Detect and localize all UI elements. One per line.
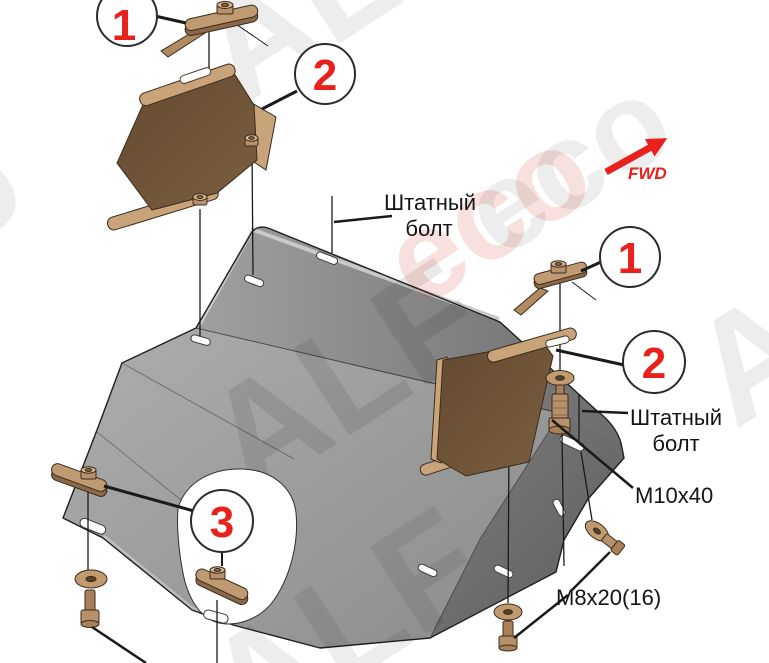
plate-edge-notch	[79, 517, 107, 535]
clamp-leg	[513, 287, 549, 316]
panel-face	[116, 69, 258, 211]
bolt	[601, 533, 626, 556]
panel-slot	[545, 335, 570, 348]
plate-top-edge-highlight	[250, 227, 500, 321]
plate-crease	[121, 362, 295, 460]
fwd-label: FWD	[628, 164, 667, 183]
washer-hole	[85, 575, 97, 583]
clamp-nut	[209, 566, 226, 580]
washer-hole	[555, 375, 565, 381]
callouts: 1 2 1 2 3	[96, 0, 686, 553]
clamp-bar-right	[513, 260, 588, 316]
plate-right-flange	[430, 414, 624, 638]
plate-crease	[430, 413, 561, 637]
bottom-washer-bolt	[493, 603, 523, 652]
callout-number: 2	[313, 51, 337, 100]
callout-number: 1	[618, 234, 642, 283]
label-standard-bolt-top-line2: болт	[405, 216, 452, 241]
callout-number: 1	[112, 1, 136, 50]
m8-washer-bolt-tilted	[584, 520, 626, 556]
clamp-nut	[216, 1, 234, 15]
plate-slot	[190, 334, 211, 346]
bolt-head-face	[80, 620, 100, 628]
panel-bolt-head	[192, 193, 208, 206]
leader-line	[91, 625, 147, 663]
clamp-bar-top-left	[160, 1, 259, 58]
text-labels: Штатный болт Штатный болт M10x40 M8x20(1…	[384, 190, 722, 610]
plate-crease	[96, 431, 187, 505]
bolt-head-face	[498, 644, 518, 652]
washer-hole	[593, 527, 601, 535]
plate-slot	[244, 274, 265, 288]
callout-3-bottom: 3	[190, 489, 254, 553]
fwd-arrow-icon	[604, 138, 668, 176]
washer-hole	[503, 609, 513, 615]
panel-top-flange	[486, 327, 577, 363]
bracket-panel-top-left	[106, 63, 277, 231]
clamp-bar-left-3	[51, 463, 108, 497]
watermark-letter-o: o	[0, 108, 47, 274]
callout-2-top-left: 2	[294, 43, 356, 105]
callout-number: 2	[642, 339, 666, 388]
leader-lines	[103, 14, 634, 639]
left-washer-bolt	[74, 569, 147, 663]
plate-slot	[417, 563, 438, 578]
clamp-nut	[550, 260, 567, 274]
callout-number: 3	[210, 498, 234, 547]
clamp-bar-center-3	[195, 566, 249, 606]
bolt-axis-lines	[87, 14, 597, 663]
label-standard-bolt-right-line1: Штатный	[630, 405, 722, 430]
panel-bolt-head	[244, 134, 259, 147]
label-standard-bolt-right-line2: болт	[652, 431, 699, 456]
clamp-nut	[80, 466, 97, 480]
label-m8-spec: M8x20(16)	[556, 585, 661, 610]
callout-1-top-left: 1	[96, 0, 158, 50]
callout-1-right: 1	[599, 226, 661, 288]
label-standard-bolt-top-line1: Штатный	[384, 190, 476, 215]
bracket-panel-right	[419, 327, 577, 477]
panel-slot	[179, 67, 212, 84]
fwd-indicator: FWD	[604, 138, 668, 183]
plate-slot	[316, 251, 339, 265]
plate-outline	[62, 226, 625, 649]
callout-2-right: 2	[622, 330, 686, 394]
label-m10-spec: M10x40	[635, 483, 713, 508]
